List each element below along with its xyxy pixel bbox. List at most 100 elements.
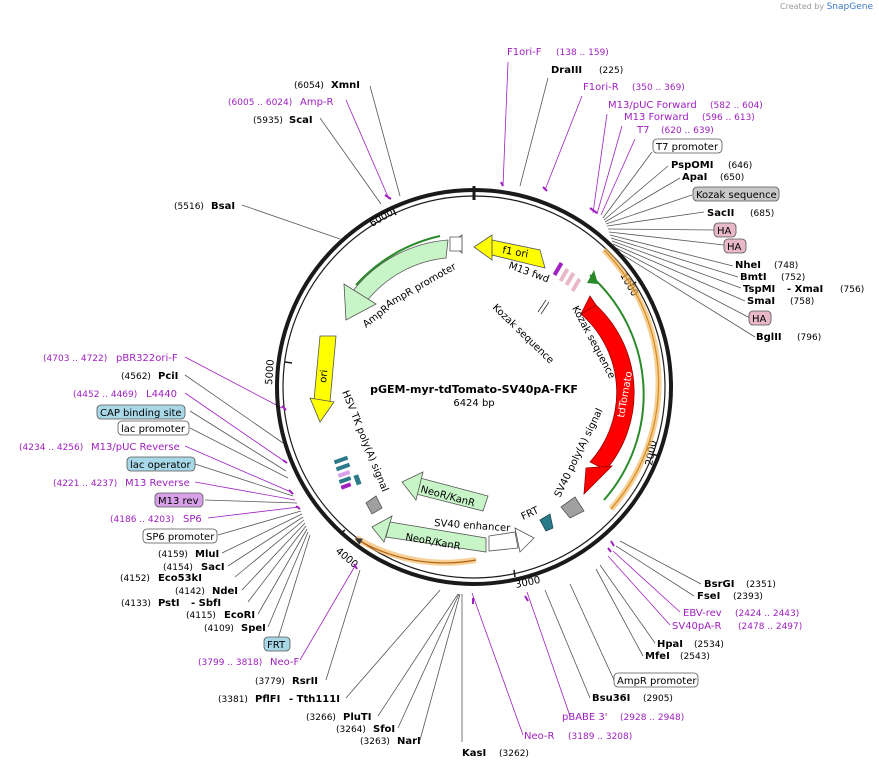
label-scai-pos: (5935) bbox=[253, 116, 283, 126]
ampr-green-arc bbox=[355, 235, 441, 286]
label-m13-fwd-pos: (596 .. 613) bbox=[702, 113, 755, 123]
ori-arrowhead bbox=[309, 397, 335, 423]
label-sv40pa-r-pos: (2478 .. 2497) bbox=[738, 622, 802, 632]
frt-marker-right bbox=[539, 513, 554, 532]
label-tspmi-pos: (756) bbox=[840, 285, 864, 295]
box-cap-binding-site bbox=[96, 404, 186, 420]
tdtomato-tail bbox=[580, 295, 597, 316]
label-bsrgi: BsrGI bbox=[704, 579, 734, 590]
label-pbabe3-pos: (2928 .. 2948) bbox=[620, 713, 684, 723]
label-ha-2: HA bbox=[727, 242, 742, 253]
label-sfoi: SfoI bbox=[373, 724, 395, 735]
label-ndei-pos: (4142) bbox=[175, 587, 205, 597]
label-m13puc-fwd-pos: (582 .. 604) bbox=[710, 101, 763, 111]
label-mfei: MfeI bbox=[645, 651, 670, 662]
sv40-enhancer-arrowhead bbox=[514, 527, 535, 553]
label-l4440: L4440 bbox=[146, 389, 177, 400]
label-bsrgi-pos: (2351) bbox=[746, 580, 776, 590]
label-bsu36i-pos: (2905) bbox=[643, 694, 673, 704]
label-sv40pa-r: SV40pA-R bbox=[672, 621, 721, 632]
label-f1ori-f-pos: (138 .. 159) bbox=[556, 48, 609, 58]
label-t7: T7 bbox=[636, 125, 649, 136]
label-spei-pos: (4109) bbox=[204, 624, 234, 634]
label-pluti: PluTI bbox=[343, 712, 371, 723]
label-bmti: BmtI bbox=[740, 272, 767, 283]
kozak-tick1 bbox=[537, 299, 547, 313]
label-tspmi: TspMI bbox=[743, 284, 775, 295]
box-frt bbox=[263, 636, 291, 652]
label-m13puc-rev-pos: (4234 .. 4256) bbox=[19, 443, 83, 453]
kozak-tick2 bbox=[540, 301, 550, 315]
label-bsu36i: Bsu36I bbox=[592, 693, 630, 704]
orange-arc-right-line bbox=[603, 249, 660, 510]
label-pcii-pos: (4562) bbox=[121, 372, 151, 382]
ampr-promoter-body bbox=[449, 236, 463, 252]
box-ha-2 bbox=[723, 238, 747, 254]
orange-arc-bottom-line bbox=[354, 538, 477, 564]
plasmid-size: 6424 bp bbox=[453, 398, 494, 409]
label-pflfi: PflFI bbox=[255, 694, 280, 705]
label-mlui: MluI bbox=[195, 549, 219, 560]
neokan1-arrowhead bbox=[401, 471, 424, 501]
label-m13-reverse-pos: (4221 .. 4237) bbox=[53, 479, 117, 489]
label-pluti-pos: (3266) bbox=[306, 713, 336, 723]
label-t7-pos: (620 .. 639) bbox=[661, 126, 714, 136]
label-sacii: SacII bbox=[707, 208, 734, 219]
label-smai: SmaI bbox=[747, 296, 775, 307]
snapgene-credit: Created by SnapGene bbox=[780, 2, 873, 12]
label-f1ori-r: F1ori-R bbox=[583, 82, 619, 93]
label-apai-pos: (650) bbox=[720, 173, 744, 183]
label-sfoi-pos: (3264) bbox=[336, 725, 366, 735]
label-ndei: NdeI bbox=[212, 586, 238, 597]
label-sp6-promoter: SP6 promoter bbox=[146, 532, 215, 543]
label-pbabe3: pBABE 3' bbox=[562, 712, 608, 723]
label-hpai: HpaI bbox=[657, 639, 683, 650]
label-t7-promoter: T7 promoter bbox=[655, 142, 719, 153]
label-ebv-rev: EBV-rev bbox=[683, 608, 722, 619]
label-bmti-pos: (752) bbox=[781, 273, 805, 283]
label-psti: PstI bbox=[158, 598, 180, 609]
box-sp6-promoter bbox=[142, 528, 218, 544]
mcs-left-cluster bbox=[333, 455, 362, 490]
label-nari: NarI bbox=[397, 736, 421, 747]
label-neo-r-pos: (3189 .. 3208) bbox=[568, 732, 632, 742]
box-m13-rev bbox=[154, 492, 204, 508]
label-kozak-box: Kozak sequence bbox=[696, 190, 777, 201]
label-neo-f: Neo-F bbox=[270, 657, 300, 668]
label-kasi: KasI bbox=[462, 748, 486, 759]
kozak1-label: Kozak sequence bbox=[490, 302, 556, 366]
green-arc-right bbox=[589, 274, 645, 501]
label-pflfi-pos: (3381) bbox=[218, 695, 248, 705]
label-rsrii-pos: (3779) bbox=[255, 677, 285, 687]
label-l4440-pos: (4452 .. 4469) bbox=[73, 390, 137, 400]
label-smai-pos: (758) bbox=[790, 297, 814, 307]
label-bglii-pos: (796) bbox=[797, 333, 821, 343]
label-eco53ki-pos: (4152) bbox=[120, 574, 150, 584]
label-pcii: PciI bbox=[158, 371, 178, 382]
label-xmni: XmnI bbox=[331, 80, 360, 91]
primer-marks bbox=[281, 181, 615, 604]
label-m13puc-rev: M13/pUC Reverse bbox=[91, 442, 180, 453]
label-tth111i: - Tth111I bbox=[289, 694, 340, 705]
label-frt-box: FRT bbox=[267, 640, 286, 651]
label-mlui-pos: (4159) bbox=[158, 550, 188, 560]
label-sp6: SP6 bbox=[183, 514, 202, 525]
label-saci: SacI bbox=[201, 562, 225, 573]
label-draiii-pos: (225) bbox=[599, 66, 623, 76]
label-ebv-rev-pos: (2424 .. 2443) bbox=[735, 609, 799, 619]
label-amp-r-pos: (6005 .. 6024) bbox=[228, 98, 292, 108]
label-kasi-pos: (3262) bbox=[499, 749, 529, 759]
label-hpai-pos: (2534) bbox=[694, 640, 724, 650]
label-pbr322ori-f-pos: (4703 .. 4722) bbox=[43, 354, 107, 364]
sv40-enhancer-label: SV40 enhancer bbox=[434, 518, 512, 534]
label-bglii: BglII bbox=[756, 332, 782, 343]
label-lac-operator: lac operator bbox=[130, 460, 191, 471]
box-t7-promoter bbox=[652, 138, 723, 154]
label-scai: ScaI bbox=[289, 115, 313, 126]
sv40-enhancer-body bbox=[488, 531, 519, 552]
hsvtk-marker bbox=[365, 495, 383, 515]
tick-5000: 5000 bbox=[264, 359, 277, 385]
label-fsei-pos: (2393) bbox=[733, 592, 763, 602]
label-amp-r: Amp-R bbox=[300, 97, 334, 108]
label-xmni-pos: (6054) bbox=[294, 81, 324, 91]
